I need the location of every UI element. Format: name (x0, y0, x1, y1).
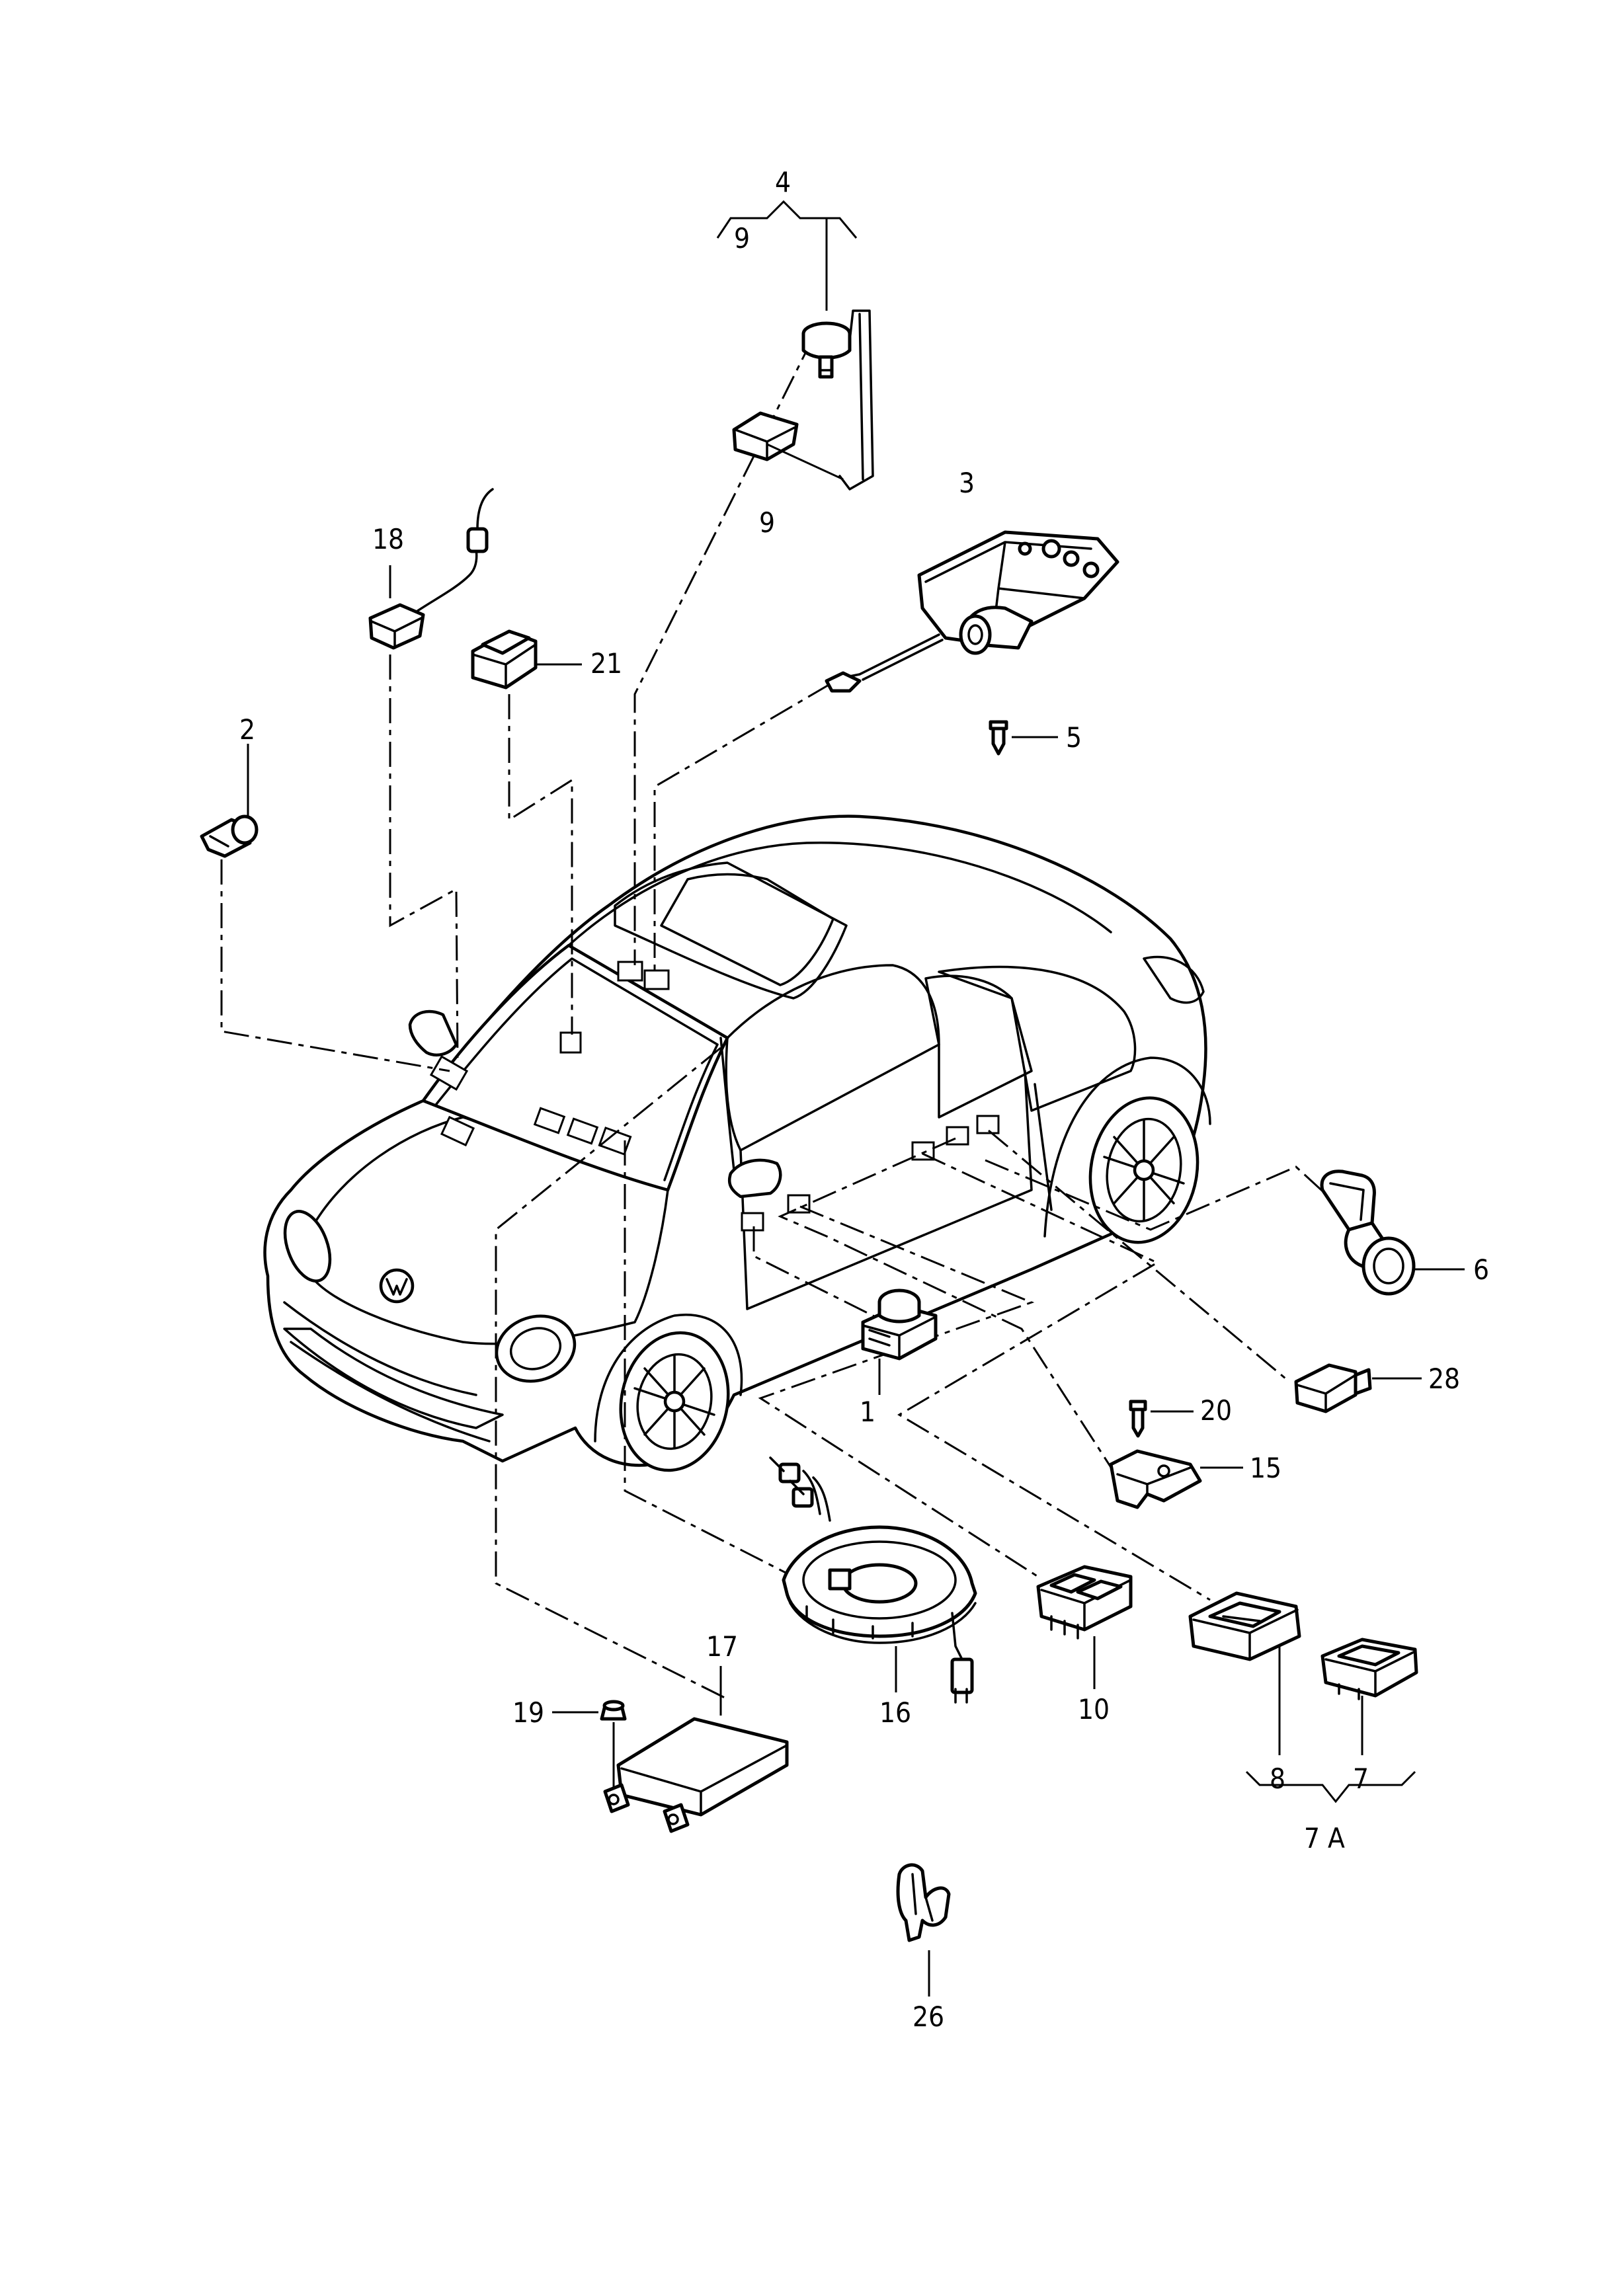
label-1: 1 (860, 1396, 875, 1428)
label-7a: 7 A (1304, 1822, 1345, 1854)
label-3: 3 (959, 467, 975, 499)
part-16-clock-spring (769, 1456, 977, 1704)
label-18: 18 (372, 523, 404, 555)
part-26-clip (896, 1863, 951, 1997)
group-bracket-4 (716, 200, 858, 311)
part-15-bracket (1109, 1449, 1243, 1509)
label-9-top: 9 (734, 222, 750, 255)
part-5-screw (989, 720, 1058, 756)
part-7-switch (1320, 1638, 1418, 1755)
part-4-sunroof-switch (801, 309, 874, 491)
part-8-switch (1188, 1591, 1301, 1755)
label-8: 8 (1270, 1762, 1285, 1795)
group-bracket-7a (1245, 1770, 1416, 1803)
label-17: 17 (706, 1630, 738, 1663)
part-10-window-switch (1036, 1565, 1133, 1689)
location-markers (429, 961, 1000, 1232)
callout-labels: 4 9 9 3 18 21 2 5 6 28 20 15 1 17 19 16 … (239, 166, 1489, 2033)
label-2: 2 (239, 713, 255, 746)
label-20: 20 (1200, 1394, 1232, 1427)
connector-lines (220, 336, 1337, 1700)
label-9: 9 (759, 506, 775, 539)
label-21: 21 (590, 647, 622, 680)
part-17-control-unit (603, 1666, 789, 1833)
part-18-connector-wire (368, 488, 494, 650)
part-1-sensor (861, 1288, 938, 1395)
label-15: 15 (1250, 1452, 1281, 1484)
part-20-screw (1129, 1400, 1194, 1438)
label-10: 10 (1078, 1693, 1110, 1725)
part-6-grommet (1320, 1169, 1465, 1296)
label-19: 19 (512, 1696, 544, 1729)
label-6: 6 (1473, 1253, 1489, 1286)
label-4: 4 (775, 166, 791, 198)
label-26: 26 (913, 2000, 944, 2033)
label-28: 28 (1428, 1363, 1460, 1395)
part-3-sunroof-motor (825, 530, 1119, 693)
part-19-nut (552, 1700, 627, 1788)
part-2-sensor (200, 744, 259, 858)
part-9-cover-cap (732, 411, 844, 481)
label-7: 7 (1353, 1762, 1369, 1795)
part-28-connector (1294, 1363, 1422, 1413)
label-16: 16 (879, 1696, 911, 1729)
part-21-switch (471, 629, 582, 690)
car-body (263, 814, 1211, 1472)
label-5: 5 (1066, 721, 1082, 754)
